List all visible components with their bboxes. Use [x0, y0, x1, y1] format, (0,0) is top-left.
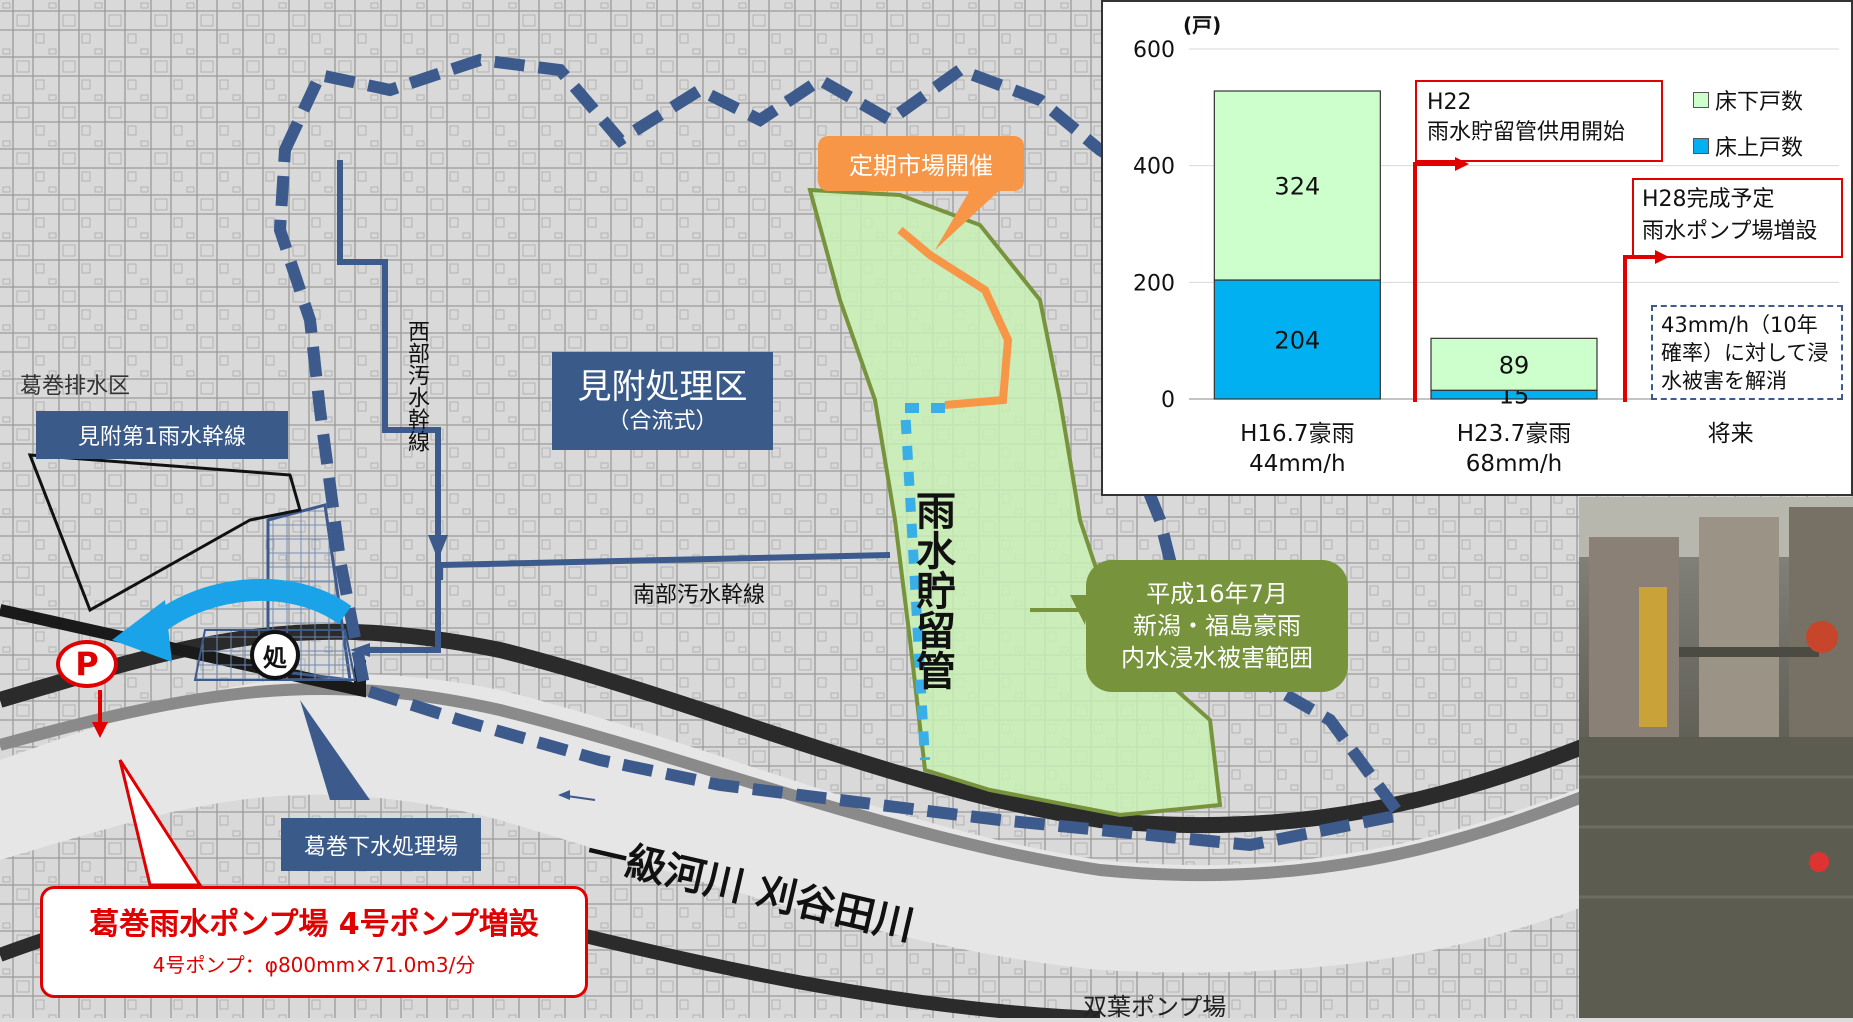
trunk-line-text: 見附第1雨水幹線 [78, 425, 246, 450]
legend-label-yuka-shita: 床下戸数 [1715, 90, 1804, 115]
pump-marker-letter: P [75, 645, 99, 683]
legend: 床下戸数 床上戸数 [1693, 84, 1803, 162]
h28-callout-line-1: H28完成予定 [1642, 187, 1775, 212]
pump-marker: P [56, 640, 118, 688]
legend-swatch-yuka-shita [1693, 92, 1709, 108]
future-callout: 43mm/h（10年 確率）に対して浸 水被害を解消 [1651, 305, 1843, 400]
bar-yuka-shita [1430, 337, 1598, 391]
future-callout-line-3: 水被害を解消 [1661, 369, 1787, 393]
treatment-plant-label: 葛巻下水処理場 [281, 818, 481, 871]
y-tick-label: 0 [1161, 388, 1175, 413]
bar-value-label: 89 [1499, 351, 1530, 379]
x-tick-label: 68mm/h [1466, 451, 1562, 477]
legend-item-yuka-ue: 床上戸数 [1693, 130, 1803, 162]
storage-pipe-label: 雨水貯留管 [909, 490, 955, 690]
callout-arrows [1413, 157, 1669, 402]
district-label: 見附処理区 （合流式） [552, 352, 773, 450]
x-tick-label: 44mm/h [1249, 451, 1345, 477]
plant-marker-char: 処 [263, 643, 287, 672]
pump-expansion-title: 葛巻雨水ポンプ場 4号ポンプ増設 [89, 907, 539, 942]
flood-range-line-3: 内水浸水被害範囲 [1121, 644, 1313, 672]
h22-callout-line-1: H22 [1427, 90, 1472, 115]
unit-label: (戸) [1183, 13, 1221, 37]
market-label-text: 定期市場開催 [849, 152, 993, 180]
trunk-line-label: 見附第1雨水幹線 [36, 411, 288, 459]
legend-swatch-yuka-ue [1693, 138, 1709, 154]
future-callout-line-1: 43mm/h（10年 [1661, 313, 1818, 337]
flood-range-line-1: 平成16年7月 [1146, 580, 1288, 608]
h22-callout-line-2: 雨水貯留管供用開始 [1427, 120, 1626, 145]
treatment-plant-text: 葛巻下水処理場 [303, 834, 458, 860]
y-tick-label: 400 [1133, 155, 1175, 180]
y-tick-label: 200 [1133, 271, 1175, 296]
x-tick-label: 将来 [1708, 421, 1754, 447]
bar-value-label: 204 [1274, 327, 1320, 355]
flood-photo [1579, 497, 1853, 1018]
future-callout-line-2: 確率）に対して浸 [1661, 341, 1829, 365]
bar-yuka-ue [1213, 279, 1381, 400]
h28-callout: H28完成予定 雨水ポンプ場増設 [1632, 178, 1843, 258]
flood-range-label: 平成16年7月 新潟・福島豪雨 内水浸水被害範囲 [1086, 560, 1348, 692]
flood-range-line-2: 新潟・福島豪雨 [1133, 612, 1301, 640]
plant-marker: 処 [250, 630, 300, 680]
district-subtitle: （合流式） [607, 409, 718, 434]
south-trunk-label: 南部汚水幹線 [633, 583, 766, 608]
pump-expansion-callout: 葛巻雨水ポンプ場 4号ポンプ増設 4号ポンプ：φ800mm×71.0m3/分 [40, 886, 588, 998]
flood-photo-illustration [1579, 497, 1853, 1018]
futaba-pump-label: 双葉ポンプ場 [1083, 993, 1227, 1021]
west-trunk-label: 西部汚水幹線 [404, 320, 429, 452]
h28-callout-line-2: 雨水ポンプ場増設 [1642, 219, 1818, 244]
market-label: 定期市場開催 [818, 136, 1024, 191]
pump-expansion-spec: 4号ポンプ：φ800mm×71.0m3/分 [152, 953, 476, 977]
y-tick-label: 600 [1133, 38, 1175, 63]
bar-yuka-shita [1213, 90, 1381, 281]
bar-value-label: 324 [1274, 173, 1320, 201]
x-tick-label: H16.7豪雨 [1240, 421, 1355, 447]
base-text-left: 葛巻排水区 [20, 374, 131, 399]
x-tick-label: H23.7豪雨 [1457, 421, 1572, 447]
legend-item-yuka-shita: 床下戸数 [1693, 84, 1803, 116]
h22-callout: H22 雨水貯留管供用開始 [1415, 80, 1663, 162]
district-title: 見附処理区 [577, 367, 748, 407]
legend-label-yuka-ue: 床上戸数 [1715, 136, 1804, 161]
